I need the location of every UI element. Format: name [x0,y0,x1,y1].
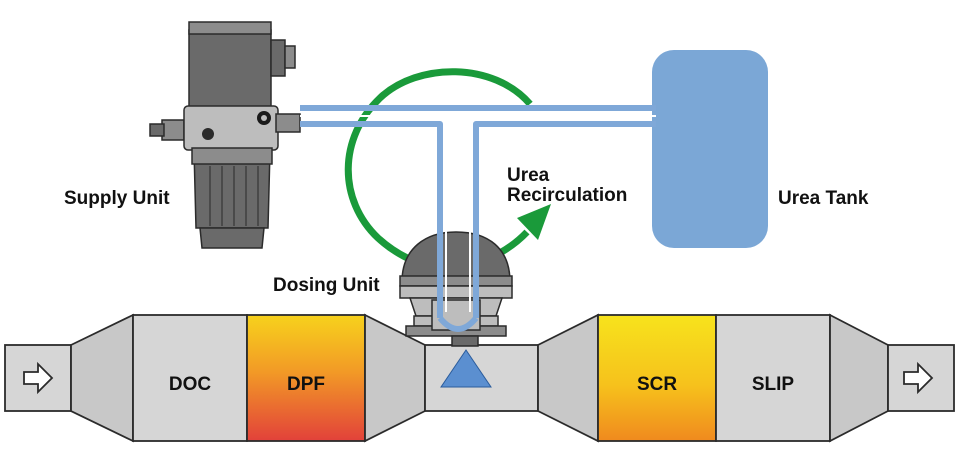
dpf-label: DPF [287,374,325,395]
urea-tank [652,50,768,248]
doc-label: DOC [169,374,212,395]
outlet-arrow-icon [903,361,934,395]
supply-unit [149,21,301,249]
inlet-arrow-icon [23,361,54,395]
dosing-u-loop [437,315,479,332]
dosing-unit-label: Dosing Unit [273,275,380,296]
dpf-section [246,314,366,442]
urea-tank-label: Urea Tank [778,188,869,209]
urea-recirculation-label: Urea [507,165,550,186]
inlet-cone [70,313,134,443]
urea-spray-icon [440,349,492,388]
urea-return-line-branch [473,121,656,318]
outlet-pipe [887,344,955,412]
mid-cone-right [537,313,599,443]
exhaust-system: DOC DPF SCR SLIP [4,313,955,443]
scr-label: SCR [637,374,677,395]
slip-section [715,314,831,442]
scr-section [597,314,717,442]
urea-return-line [300,121,443,318]
recirculation-arrowhead-icon [517,204,551,240]
outlet-cone [829,313,889,443]
urea-lines-inner [300,115,656,312]
urea-recirculation-label-line2: Recirculation [507,185,627,206]
supply-unit-label: Supply Unit [64,188,170,209]
urea-lines [300,105,656,332]
slip-label: SLIP [752,374,795,395]
